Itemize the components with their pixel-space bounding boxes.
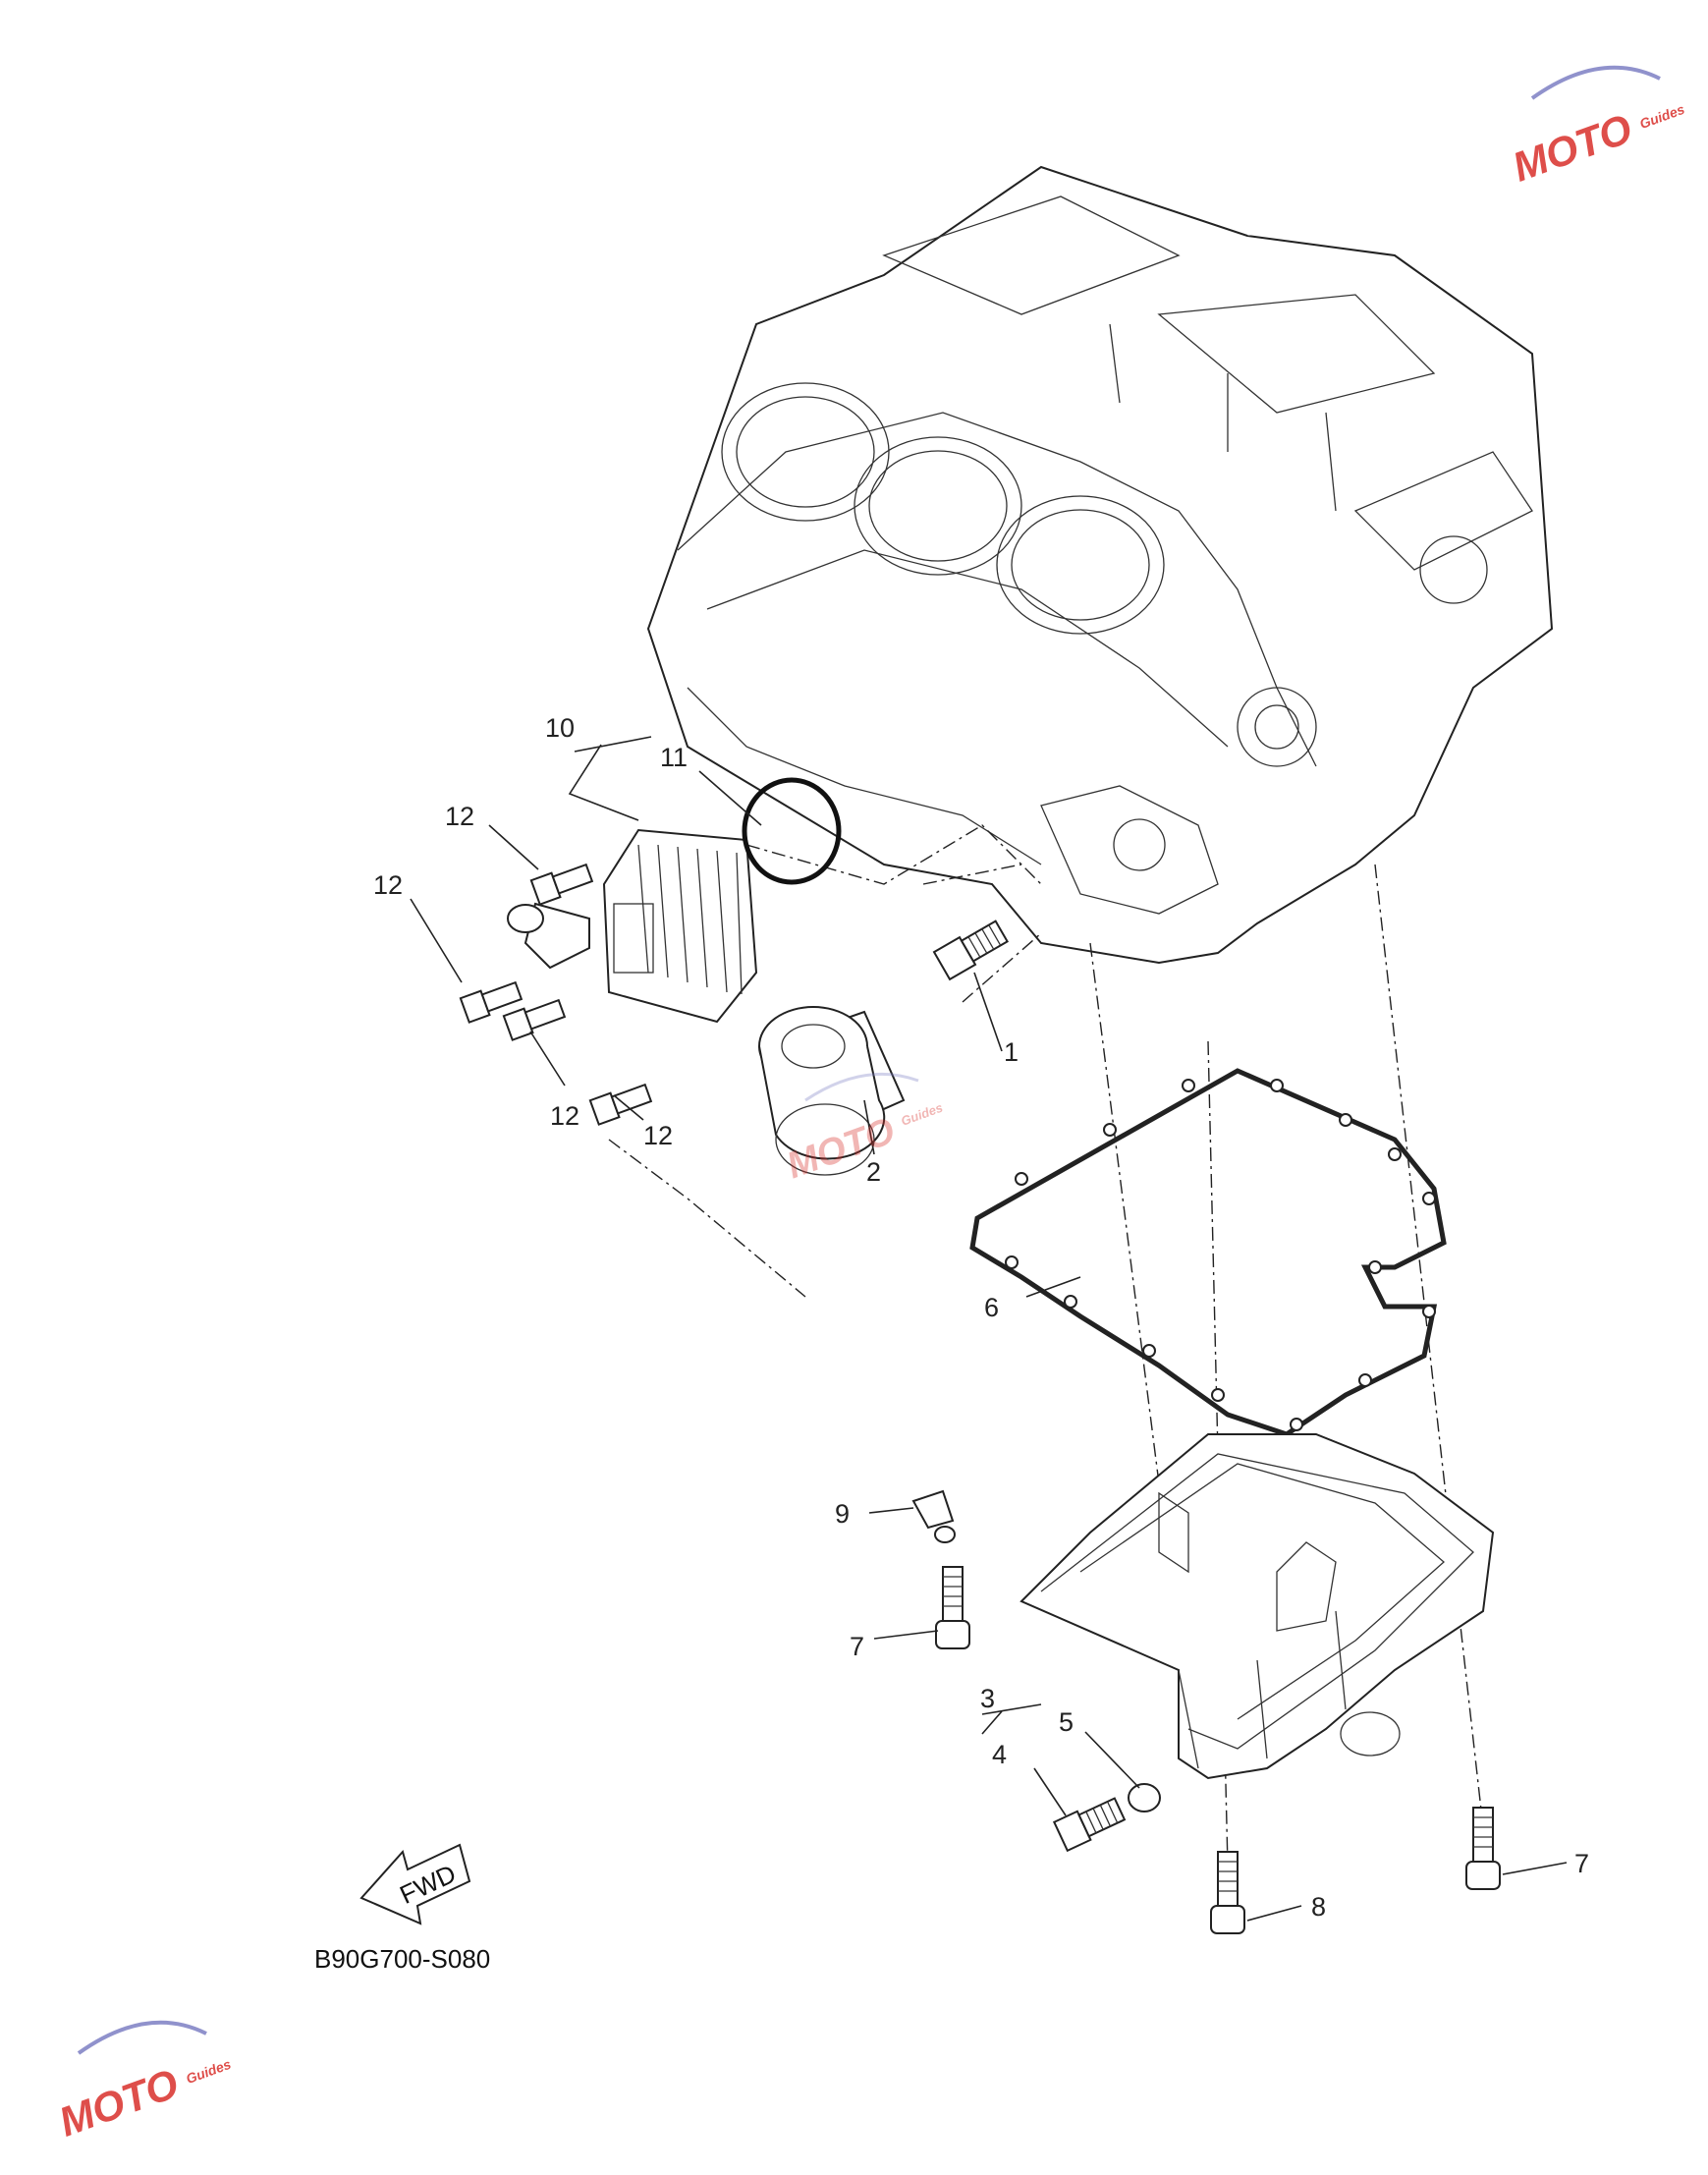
oil-pan bbox=[1019, 1433, 1495, 1780]
oil-filter bbox=[758, 1006, 906, 1176]
callout-6: 6 bbox=[984, 1293, 999, 1322]
small-parts bbox=[911, 1489, 1501, 1934]
callout-4: 4 bbox=[992, 1740, 1007, 1769]
callout-5: 5 bbox=[1059, 1707, 1074, 1737]
alignment-lines bbox=[608, 824, 1484, 1868]
watermark-logo-bottom: MOTO Guides bbox=[53, 2020, 233, 2146]
watermark-logo-top: MOTO Guides bbox=[1507, 65, 1686, 191]
callout-12-top: 12 bbox=[445, 802, 474, 831]
callouts: 1 2 3 4 5 6 7 7 8 9 10 11 12 12 12 12 bbox=[373, 713, 1589, 1922]
callout-10: 10 bbox=[545, 713, 575, 743]
callout-11: 11 bbox=[660, 743, 688, 772]
diagram-code: B90G700-S080 bbox=[314, 1944, 490, 1974]
watermark-brand-bottom: MOTO bbox=[53, 2060, 185, 2146]
callout-12-bottom-left: 12 bbox=[550, 1101, 579, 1131]
union-bolt bbox=[932, 920, 1010, 981]
callout-8: 8 bbox=[1311, 1892, 1326, 1922]
gasket-holes bbox=[1005, 1079, 1436, 1431]
watermark-sub-center: Guides bbox=[899, 1100, 945, 1129]
engine-crankcase bbox=[646, 165, 1554, 965]
callout-9: 9 bbox=[835, 1499, 850, 1529]
oil-cooler bbox=[507, 828, 758, 1024]
watermark-sub-top: Guides bbox=[1637, 101, 1686, 132]
fwd-arrow: FWD bbox=[359, 1843, 471, 1925]
callout-3: 3 bbox=[980, 1684, 995, 1713]
oil-pan-gasket bbox=[969, 1068, 1447, 1437]
leader-lines bbox=[410, 736, 1568, 1922]
callout-7-left: 7 bbox=[850, 1632, 864, 1661]
bolts-12 bbox=[459, 863, 653, 1126]
o-ring bbox=[742, 777, 842, 885]
callout-2: 2 bbox=[866, 1157, 881, 1187]
watermark-sub-bottom: Guides bbox=[184, 2056, 233, 2087]
callout-1: 1 bbox=[1004, 1037, 1019, 1067]
callout-12-bottom: 12 bbox=[643, 1121, 673, 1150]
watermark-brand-top: MOTO bbox=[1507, 105, 1638, 191]
callout-7-right: 7 bbox=[1574, 1849, 1589, 1878]
callout-12-left: 12 bbox=[373, 870, 403, 900]
